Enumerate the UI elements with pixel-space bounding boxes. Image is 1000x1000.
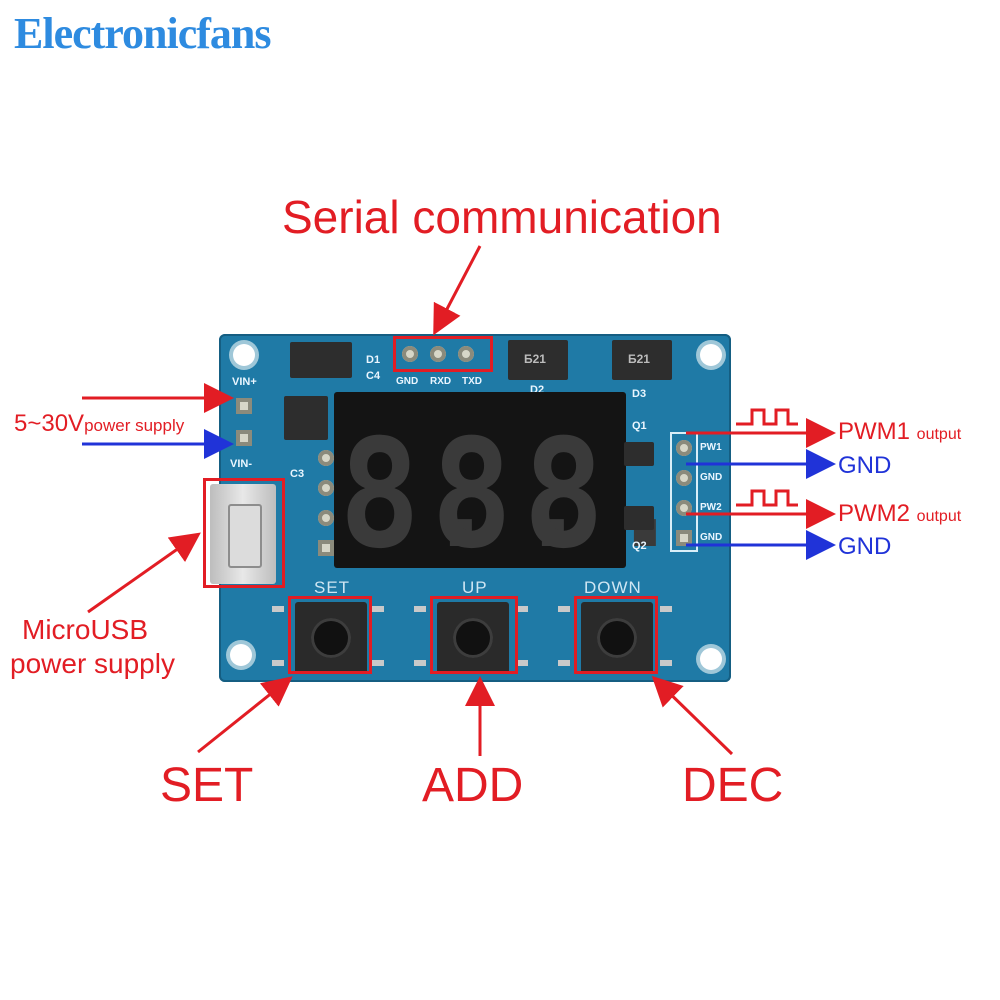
up-button-cap[interactable] [453, 618, 493, 658]
set-button[interactable] [295, 602, 367, 674]
label-pwm1-name: PWM1 [838, 418, 910, 445]
pwm-header-outline [670, 432, 698, 552]
label-pwm2-name: PWM2 [838, 500, 910, 527]
silk-q2: Q2 [632, 540, 647, 552]
serial-pin-txd [458, 346, 474, 362]
btn-leg [660, 606, 672, 612]
label-gnd1: GND [838, 452, 892, 479]
silk-d1: D1 [366, 354, 381, 366]
silk-pw1: PW1 [700, 442, 722, 453]
btn-leg [516, 606, 528, 612]
diode-d1 [290, 342, 352, 378]
display-digit-1: 8. [339, 408, 502, 582]
arrow-microusb [87, 532, 201, 614]
label-microusb-line2: power supply [10, 648, 175, 679]
label-microusb-line1: MicroUSB [22, 614, 149, 645]
silk-vin-minus: VIN- [230, 458, 252, 470]
highlight-up-button [430, 596, 518, 674]
diode-d3 [612, 340, 672, 380]
mounting-hole-top-right [700, 344, 722, 366]
silk-c4: C4 [366, 370, 381, 382]
label-power-voltage: 5~30Vpower supply [14, 410, 184, 438]
silk-d3-chip: Б21 [628, 352, 650, 366]
btn-leg [516, 660, 528, 666]
silk-c3: C3 [290, 468, 305, 480]
pwm2-waveform [736, 489, 798, 507]
pwm-pin-gnd2 [676, 530, 692, 546]
btn-leg [558, 606, 570, 612]
up-button[interactable] [437, 602, 509, 674]
silk-btn-down: DOWN [584, 578, 642, 597]
label-gnd2: GND [838, 533, 892, 560]
transistor-q2 [624, 506, 654, 530]
serial-pin-gnd [402, 346, 418, 362]
btn-leg [272, 660, 284, 666]
down-button[interactable] [581, 602, 653, 674]
highlight-microusb [203, 478, 285, 588]
pwm-pin-pw2 [676, 500, 692, 516]
set-button-cap[interactable] [311, 618, 351, 658]
btn-leg [372, 660, 384, 666]
transistor-q1 [624, 442, 654, 466]
label-power-voltage-value: 5~30V [14, 410, 85, 437]
label-pwm1: PWM1 output [838, 418, 961, 446]
display-pin-3 [318, 510, 334, 526]
brand-logo: Electronicfans [14, 9, 271, 58]
arrow-set [197, 676, 293, 754]
silk-btn-up: UP [462, 578, 488, 597]
label-pwm2-output: output [916, 508, 962, 525]
label-power-supply-small: power supply [84, 416, 185, 435]
down-button-cap[interactable] [597, 618, 637, 658]
label-pwm2: PWM2 output [838, 500, 961, 528]
label-add: ADD [422, 759, 524, 812]
silk-gnd-b: GND [700, 532, 723, 543]
vin-pin-minus [236, 430, 252, 446]
pwm1-waveform [736, 408, 798, 426]
label-serial-communication: Serial communication [282, 191, 722, 243]
silk-txd: TXD [462, 376, 482, 387]
highlight-serial-header [393, 336, 493, 372]
label-pwm1-output: output [916, 426, 962, 443]
mounting-hole-bottom-right [700, 648, 722, 670]
highlight-down-button [574, 596, 658, 674]
silk-d3: D3 [632, 388, 647, 400]
microusb-slot [228, 504, 262, 568]
silk-gnd-serial: GND [396, 376, 419, 387]
display-pin-2 [318, 480, 334, 496]
serial-pin-rxd [430, 346, 446, 362]
btn-leg [558, 660, 570, 666]
arrow-serial [433, 245, 482, 336]
btn-leg [414, 660, 426, 666]
btn-leg [372, 606, 384, 612]
diode-d2 [508, 340, 568, 380]
seven-segment-display [334, 392, 626, 568]
silk-rxd: RXD [430, 376, 452, 387]
label-dec: DEC [682, 759, 784, 812]
microusb-connector [210, 484, 276, 584]
arrow-dec [651, 675, 734, 756]
display-pin-4 [318, 540, 334, 556]
silk-gnd-a: GND [700, 472, 723, 483]
silk-pw2: PW2 [700, 502, 722, 513]
display-digit-3: 8. [523, 408, 686, 582]
display-digit-2: 8. [431, 408, 594, 582]
mounting-hole-top-left [233, 344, 255, 366]
btn-leg [660, 660, 672, 666]
pwm-pin-gnd1 [676, 470, 692, 486]
regulator-chip [284, 396, 328, 440]
mounting-hole-bottom-left [230, 644, 252, 666]
silk-d2-chip: Б21 [524, 352, 546, 366]
label-set: SET [160, 759, 254, 812]
highlight-set-button [288, 596, 372, 674]
pwm-pin-pw1 [676, 440, 692, 456]
btn-leg [272, 606, 284, 612]
btn-leg [414, 606, 426, 612]
display-pin-1 [318, 450, 334, 466]
silk-q1: Q1 [632, 420, 647, 432]
silk-btn-set: SET [314, 578, 351, 597]
silk-vin-plus: VIN+ [232, 376, 257, 388]
vin-pin-plus [236, 398, 252, 414]
